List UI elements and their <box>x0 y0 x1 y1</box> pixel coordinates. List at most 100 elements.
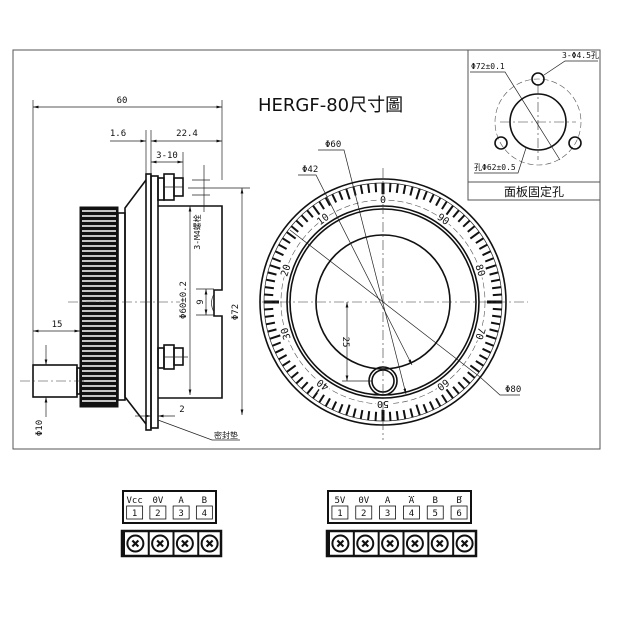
scale-tick <box>338 190 344 201</box>
scale-tick <box>409 408 414 418</box>
terminal-screw-icon <box>356 534 375 553</box>
scale-tick <box>462 376 471 385</box>
dim-screw: 3-10 <box>156 151 178 161</box>
terminal-signal-label: A <box>385 496 391 506</box>
scale-tick <box>318 200 325 210</box>
scale-tick <box>359 409 364 420</box>
scale-tick <box>435 397 442 407</box>
scale-tick <box>324 397 331 407</box>
scale-tick <box>367 183 371 193</box>
dim-plate-thickness: 1.6 <box>110 129 126 139</box>
nut-bottom <box>157 344 188 370</box>
scale-tick <box>367 411 371 421</box>
scale-tick <box>469 364 480 373</box>
terminal-screw-icon <box>430 534 449 553</box>
dim-inner-diameter: Φ60±0.2 <box>179 281 189 319</box>
scale-number: 30 <box>279 326 293 341</box>
scale-tick <box>300 214 309 223</box>
scale-tick <box>388 411 392 421</box>
scale-tick <box>281 237 291 244</box>
dim-gasket: 2 <box>179 405 184 415</box>
scale-tick <box>402 184 407 195</box>
scale-tick <box>265 321 276 326</box>
scale-tick <box>374 411 378 421</box>
scale-tick <box>271 257 282 263</box>
scale-tick <box>295 376 304 385</box>
scale-number: 80 <box>472 263 486 278</box>
dim-body-depth: 22.4 <box>176 129 198 139</box>
scale-tick <box>435 197 442 207</box>
terminal-screw-icon <box>151 534 170 553</box>
scale-tick <box>485 264 497 270</box>
scale-tick <box>345 188 351 200</box>
scale-tick <box>345 404 351 416</box>
terminal-pin-number: 2 <box>155 509 160 519</box>
scale-tick <box>267 271 277 276</box>
terminal-screw-icon <box>381 534 400 553</box>
scale-tick <box>331 193 338 203</box>
scale-tick <box>490 321 501 326</box>
terminal-signal-label: 0V <box>152 496 163 506</box>
terminal-signal-label: Vcc <box>126 496 142 506</box>
dim-handle-radius: 25 <box>340 337 350 348</box>
scale-tick <box>267 328 277 333</box>
scale-tick <box>452 209 460 218</box>
scale-tick <box>445 205 454 216</box>
scale-tick <box>264 314 274 318</box>
scale-tick <box>482 347 492 354</box>
terminal-pin-number: 4 <box>409 509 414 519</box>
scale-tick <box>492 314 502 318</box>
scale-tick <box>475 360 485 367</box>
scale-tick <box>484 341 495 347</box>
terminal-pin-number: 2 <box>361 509 366 519</box>
scale-tick <box>422 403 428 414</box>
scale-tick <box>445 388 454 399</box>
terminal-signal-label: A <box>178 496 184 506</box>
terminal-screw-icon <box>126 534 145 553</box>
scale-tick <box>490 278 501 283</box>
scale-tick <box>286 364 297 373</box>
scale-tick <box>484 257 495 263</box>
scale-tick <box>475 237 485 244</box>
dim-mount-holes: 3-Φ4.5孔 <box>562 51 599 60</box>
scale-tick <box>489 271 499 276</box>
terminal-screw-icon <box>331 534 350 553</box>
dim-outer-diameter: Φ72 <box>231 304 241 320</box>
scale-tick <box>457 214 466 223</box>
scale-tick <box>278 243 288 250</box>
scale-tick <box>324 197 331 207</box>
scale-tick <box>290 371 299 379</box>
scale-tick <box>441 394 448 404</box>
scale-tick <box>269 334 281 340</box>
terminal-pin-number: 4 <box>202 509 207 519</box>
scale-tick <box>485 334 497 340</box>
terminal-screw-icon <box>455 534 474 553</box>
scale-tick <box>388 183 392 193</box>
terminal-pin-number: 3 <box>178 509 183 519</box>
scale-tick <box>359 184 364 195</box>
scale-tick <box>422 190 428 201</box>
terminal-pin-number: 6 <box>456 509 461 519</box>
scale-tick <box>278 354 288 361</box>
scale-tick <box>374 183 378 193</box>
scale-tick <box>300 381 309 390</box>
scale-tick <box>395 183 399 193</box>
scale-tick <box>478 243 488 250</box>
scale-tick <box>469 231 480 240</box>
scale-tick <box>264 286 274 290</box>
scale-tick <box>290 225 299 233</box>
terminal-pin-number: 1 <box>337 509 342 519</box>
scale-tick <box>312 205 321 216</box>
scale-tick <box>264 293 274 297</box>
scale-tick <box>492 293 502 297</box>
scale-tick <box>462 219 471 228</box>
scale-tick <box>402 409 407 420</box>
scale-tick <box>274 250 284 257</box>
scale-tick <box>306 209 314 218</box>
dim-thread: 3-M4螺栓 <box>192 214 202 249</box>
terminal-pin-number: 1 <box>132 509 137 519</box>
dim-handle-length: 15 <box>52 320 63 330</box>
